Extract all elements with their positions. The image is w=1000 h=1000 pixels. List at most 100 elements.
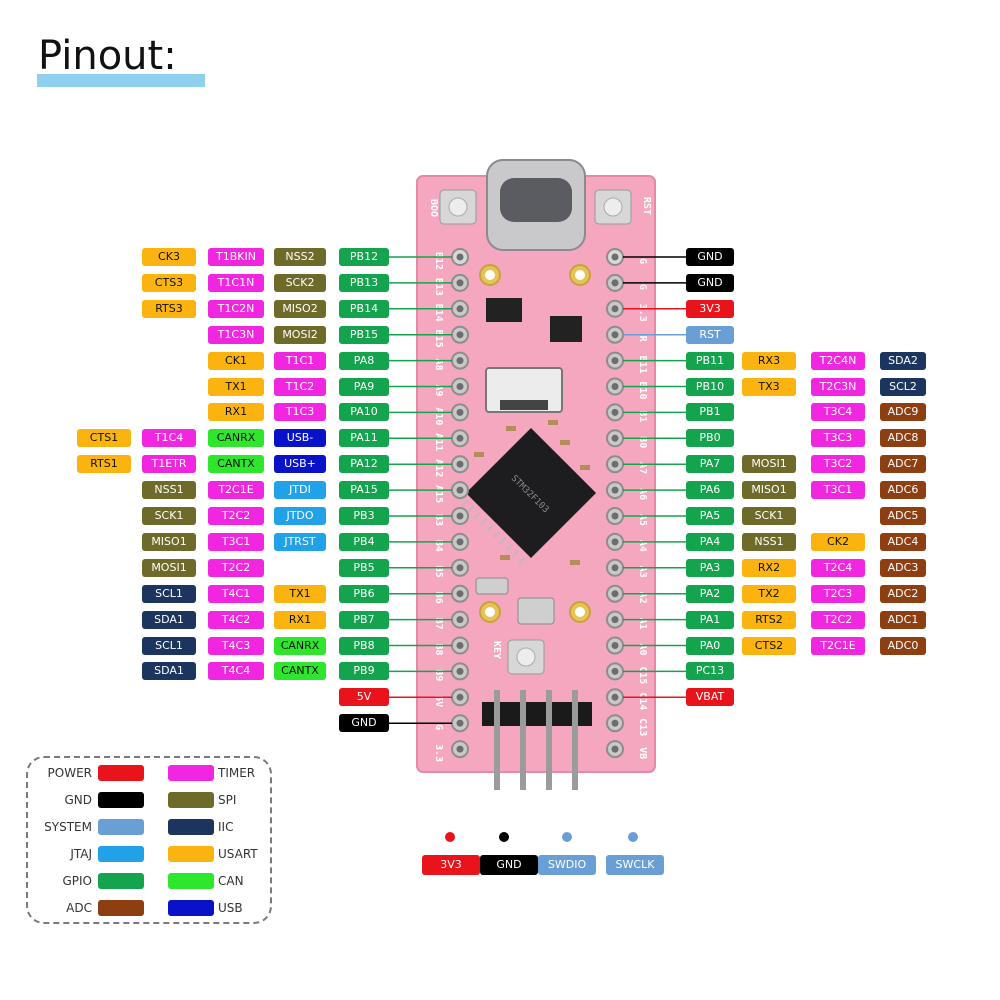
left-func-t2c2: T2C2 [208,558,264,577]
right-pin-gnd: GND [686,248,734,266]
pin-hole-inner [456,279,464,287]
left-pin-pa15: PA15 [339,481,389,500]
pin-hole-inner [456,616,464,624]
legend-label-gpio: GPIO [62,874,92,888]
right-pin-pa3: PA3 [686,558,734,577]
pin-hole-inner [456,564,464,572]
left-silkscreen-label: A11 [433,433,444,451]
key-silkscreen: KEY [491,641,502,659]
left-silkscreen-label: B4 [433,540,444,552]
legend-swatch-can [168,873,214,889]
left-func-miso2: MISO2 [274,299,326,318]
right-pin-pa0: PA0 [686,636,734,655]
legend-swatch-power [98,765,144,781]
left-func-mosi1: MOSI1 [142,558,196,577]
swd-header-pin [520,690,526,790]
swd-dot [445,832,455,842]
left-func-t1c1n: T1C1N [208,273,264,292]
mcu-pin [511,550,519,558]
right-silkscreen-label: A7 [637,462,648,474]
pin-hole-inner [611,486,619,494]
mcu-pin [473,512,481,520]
left-func-mosi2: MOSI2 [274,325,326,344]
crystal-2 [517,597,555,625]
left-pin-pb14: PB14 [339,299,389,318]
pin-hole-inner [456,357,464,365]
right-pin-pc13: PC13 [686,662,734,681]
left-silkscreen-label: B15 [433,330,444,348]
right-func-adc1: ADC1 [880,610,926,629]
left-pin-pb15: PB15 [339,325,389,344]
pin-hole-inner [611,512,619,520]
boot-button-cap [448,197,468,217]
pin-hole-inner [611,408,619,416]
left-silkscreen-label: A8 [433,359,444,371]
left-pin-pa10: PA10 [339,403,389,422]
right-func-t3c1: T3C1 [811,481,865,500]
right-func-adc9: ADC9 [880,403,926,422]
right-func-adc5: ADC5 [880,507,926,525]
legend-swatch-usb [168,900,214,916]
left-pin-pa9: PA9 [339,377,389,396]
left-func-rts3: RTS3 [142,299,196,318]
right-func-t2c1e: T2C1E [811,636,865,655]
right-func-mosi1: MOSI1 [742,455,796,474]
right-func-sda2: SDA2 [880,351,926,370]
left-pin-pb4: PB4 [339,532,389,551]
regulator-ic-2 [550,316,582,342]
left-func-t4c4: T4C4 [208,662,264,681]
left-func-cts1: CTS1 [77,429,131,448]
right-func-adc3: ADC3 [880,558,926,577]
left-pin-pa8: PA8 [339,351,389,370]
left-func-t3c1: T3C1 [208,532,264,551]
pin-hole-inner [611,693,619,701]
right-func-nss1: NSS1 [742,532,796,551]
left-pin-pa11: PA11 [339,429,389,448]
swd-pin-gnd: GND [480,855,538,875]
pin-hole-inner [456,253,464,261]
swd-pin-swdio: SWDIO [538,855,596,875]
right-pin-pa4: PA4 [686,532,734,551]
left-pin-pb8: PB8 [339,636,389,655]
left-silkscreen-label: B12 [433,252,444,270]
mcu-pin [461,499,469,507]
legend-label-usb: USB [218,901,243,915]
mount-hole-inner [485,607,495,617]
left-func-usb-: USB- [274,429,326,448]
left-func-rx1: RX1 [274,610,326,629]
legend-swatch-system [98,819,144,835]
right-func-rx3: RX3 [742,351,796,370]
left-func-t1c3: T1C3 [274,403,326,422]
right-silkscreen-label: A5 [637,514,648,526]
left-pin-gnd: GND [339,714,389,733]
pin-hole-inner [611,719,619,727]
mount-hole-inner [575,270,585,280]
legend-label-system: SYSTEM [44,820,92,834]
left-pin-pb13: PB13 [339,273,389,292]
left-func-jtdo: JTDO [274,507,326,525]
left-silkscreen-label: B7 [433,618,444,630]
regulator-ic [486,298,522,322]
rst-silkscreen: RST [641,197,652,215]
right-func-ck2: CK2 [811,532,865,551]
left-silkscreen-label: B13 [433,278,444,296]
smd-component [500,555,510,560]
left-func-tx1: TX1 [208,377,264,396]
smd-component [548,420,558,425]
smd-component [580,465,590,470]
right-func-miso1: MISO1 [742,481,796,500]
legend-label-spi: SPI [218,793,237,807]
left-func-rts1: RTS1 [77,455,131,474]
rst-button-cap [603,197,623,217]
pin-hole-inner [611,616,619,624]
pin-hole-inner [611,383,619,390]
left-silkscreen-label: 3.3 [433,744,444,762]
swd-dot [499,832,509,842]
legend-label-gnd: GND [64,793,92,807]
left-func-canrx: CANRX [208,429,264,448]
left-func-t1etr: T1ETR [142,455,196,474]
legend-swatch-gpio [98,873,144,889]
right-silkscreen-label: R [637,336,648,343]
mcu-pin [505,543,513,551]
right-func-adc6: ADC6 [880,481,926,500]
